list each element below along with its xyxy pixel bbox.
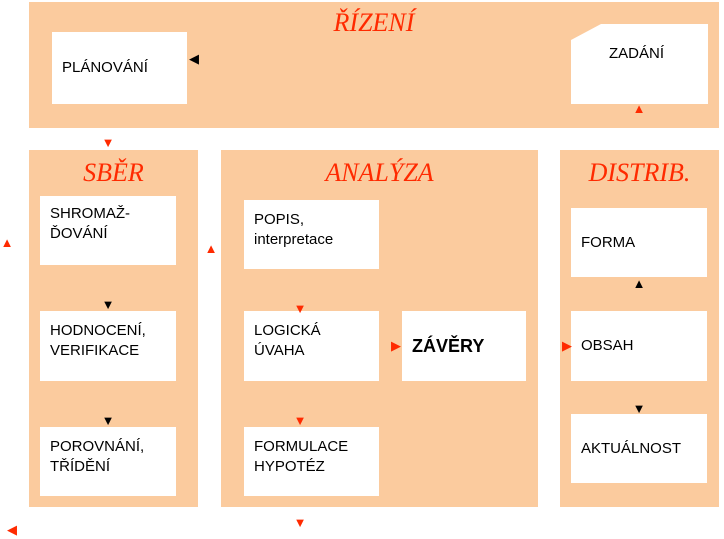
arrow-right-icon: ▶ bbox=[391, 338, 401, 353]
box-formulace-line-1: FORMULACE bbox=[254, 438, 349, 455]
box-zavery-line-1: ZÁVĚRY bbox=[412, 336, 485, 356]
arrow-up-icon: ▲ bbox=[204, 241, 218, 256]
arrow-down-icon: ▼ bbox=[293, 413, 307, 428]
box-planovani: PLÁNOVÁNÍ bbox=[52, 32, 187, 104]
box-popis-line-2: interpretace bbox=[254, 231, 334, 248]
box-shromazdovani-line-1: SHROMAŽ- bbox=[50, 205, 130, 222]
arrow-up-icon: ▲ bbox=[0, 235, 14, 250]
arrow-down-icon: ▼ bbox=[632, 401, 646, 416]
box-logicka-line-1: LOGICKÁ bbox=[254, 322, 321, 339]
arrow-up-icon: ▲ bbox=[632, 276, 646, 291]
box-popis-line-1: POPIS, bbox=[254, 211, 305, 228]
box-logicka: LOGICKÁ ÚVAHA bbox=[244, 311, 379, 381]
box-zadani: ZADÁNÍ bbox=[571, 24, 708, 104]
box-shromazdovani: SHROMAŽ- ĎOVÁNÍ bbox=[40, 196, 176, 265]
box-hodnoceni-line-2: VERIFIKACE bbox=[50, 342, 140, 359]
box-obsah-line-1: OBSAH bbox=[581, 337, 634, 354]
box-hodnoceni-line-1: HODNOCENÍ, bbox=[50, 322, 146, 339]
box-porovnani: POROVNÁNÍ, TŘÍDĚNÍ bbox=[40, 427, 176, 496]
box-shromazdovani-line-2: ĎOVÁNÍ bbox=[50, 225, 108, 242]
box-porovnani-line-2: TŘÍDĚNÍ bbox=[50, 458, 110, 475]
arrow-down-icon: ▼ bbox=[101, 297, 115, 312]
panel-title-distrib: DISTRIB. bbox=[588, 158, 691, 187]
arrow-up-icon: ▲ bbox=[632, 101, 646, 116]
box-zadani-line-1: ZADÁNÍ bbox=[609, 45, 665, 62]
box-popis: POPIS, interpretace bbox=[244, 200, 379, 269]
arrow-down-icon: ▼ bbox=[101, 135, 115, 150]
box-obsah: OBSAH bbox=[571, 311, 707, 381]
panel-title-rizeni: ŘÍZENÍ bbox=[333, 8, 415, 37]
box-formulace-line-2: HYPOTÉZ bbox=[254, 458, 325, 475]
arrow-down-icon: ▼ bbox=[293, 515, 307, 530]
box-hodnoceni: HODNOCENÍ, VERIFIKACE bbox=[40, 311, 176, 381]
arrow-down-icon: ▼ bbox=[101, 413, 115, 428]
panel-title-sber: SBĚR bbox=[83, 158, 144, 187]
box-zavery: ZÁVĚRY bbox=[402, 311, 526, 381]
box-formulace: FORMULACE HYPOTÉZ bbox=[244, 427, 379, 496]
panel-title-analyza: ANALÝZA bbox=[325, 158, 434, 187]
box-porovnani-line-1: POROVNÁNÍ, bbox=[50, 438, 145, 455]
box-planovani-line-1: PLÁNOVÁNÍ bbox=[62, 59, 148, 76]
arrow-left-icon: ◀ bbox=[189, 51, 199, 66]
arrow-right-icon: ▶ bbox=[562, 338, 572, 353]
box-forma-line-1: FORMA bbox=[581, 233, 636, 251]
box-forma: FORMA bbox=[571, 208, 707, 277]
box-aktualnost-line-1: AKTUÁLNOST bbox=[581, 439, 682, 457]
arrow-down-icon: ▼ bbox=[293, 301, 307, 316]
arrow-left-icon: ◀ bbox=[7, 522, 17, 537]
box-logicka-line-2: ÚVAHA bbox=[254, 342, 305, 359]
box-aktualnost: AKTUÁLNOST bbox=[571, 414, 707, 483]
